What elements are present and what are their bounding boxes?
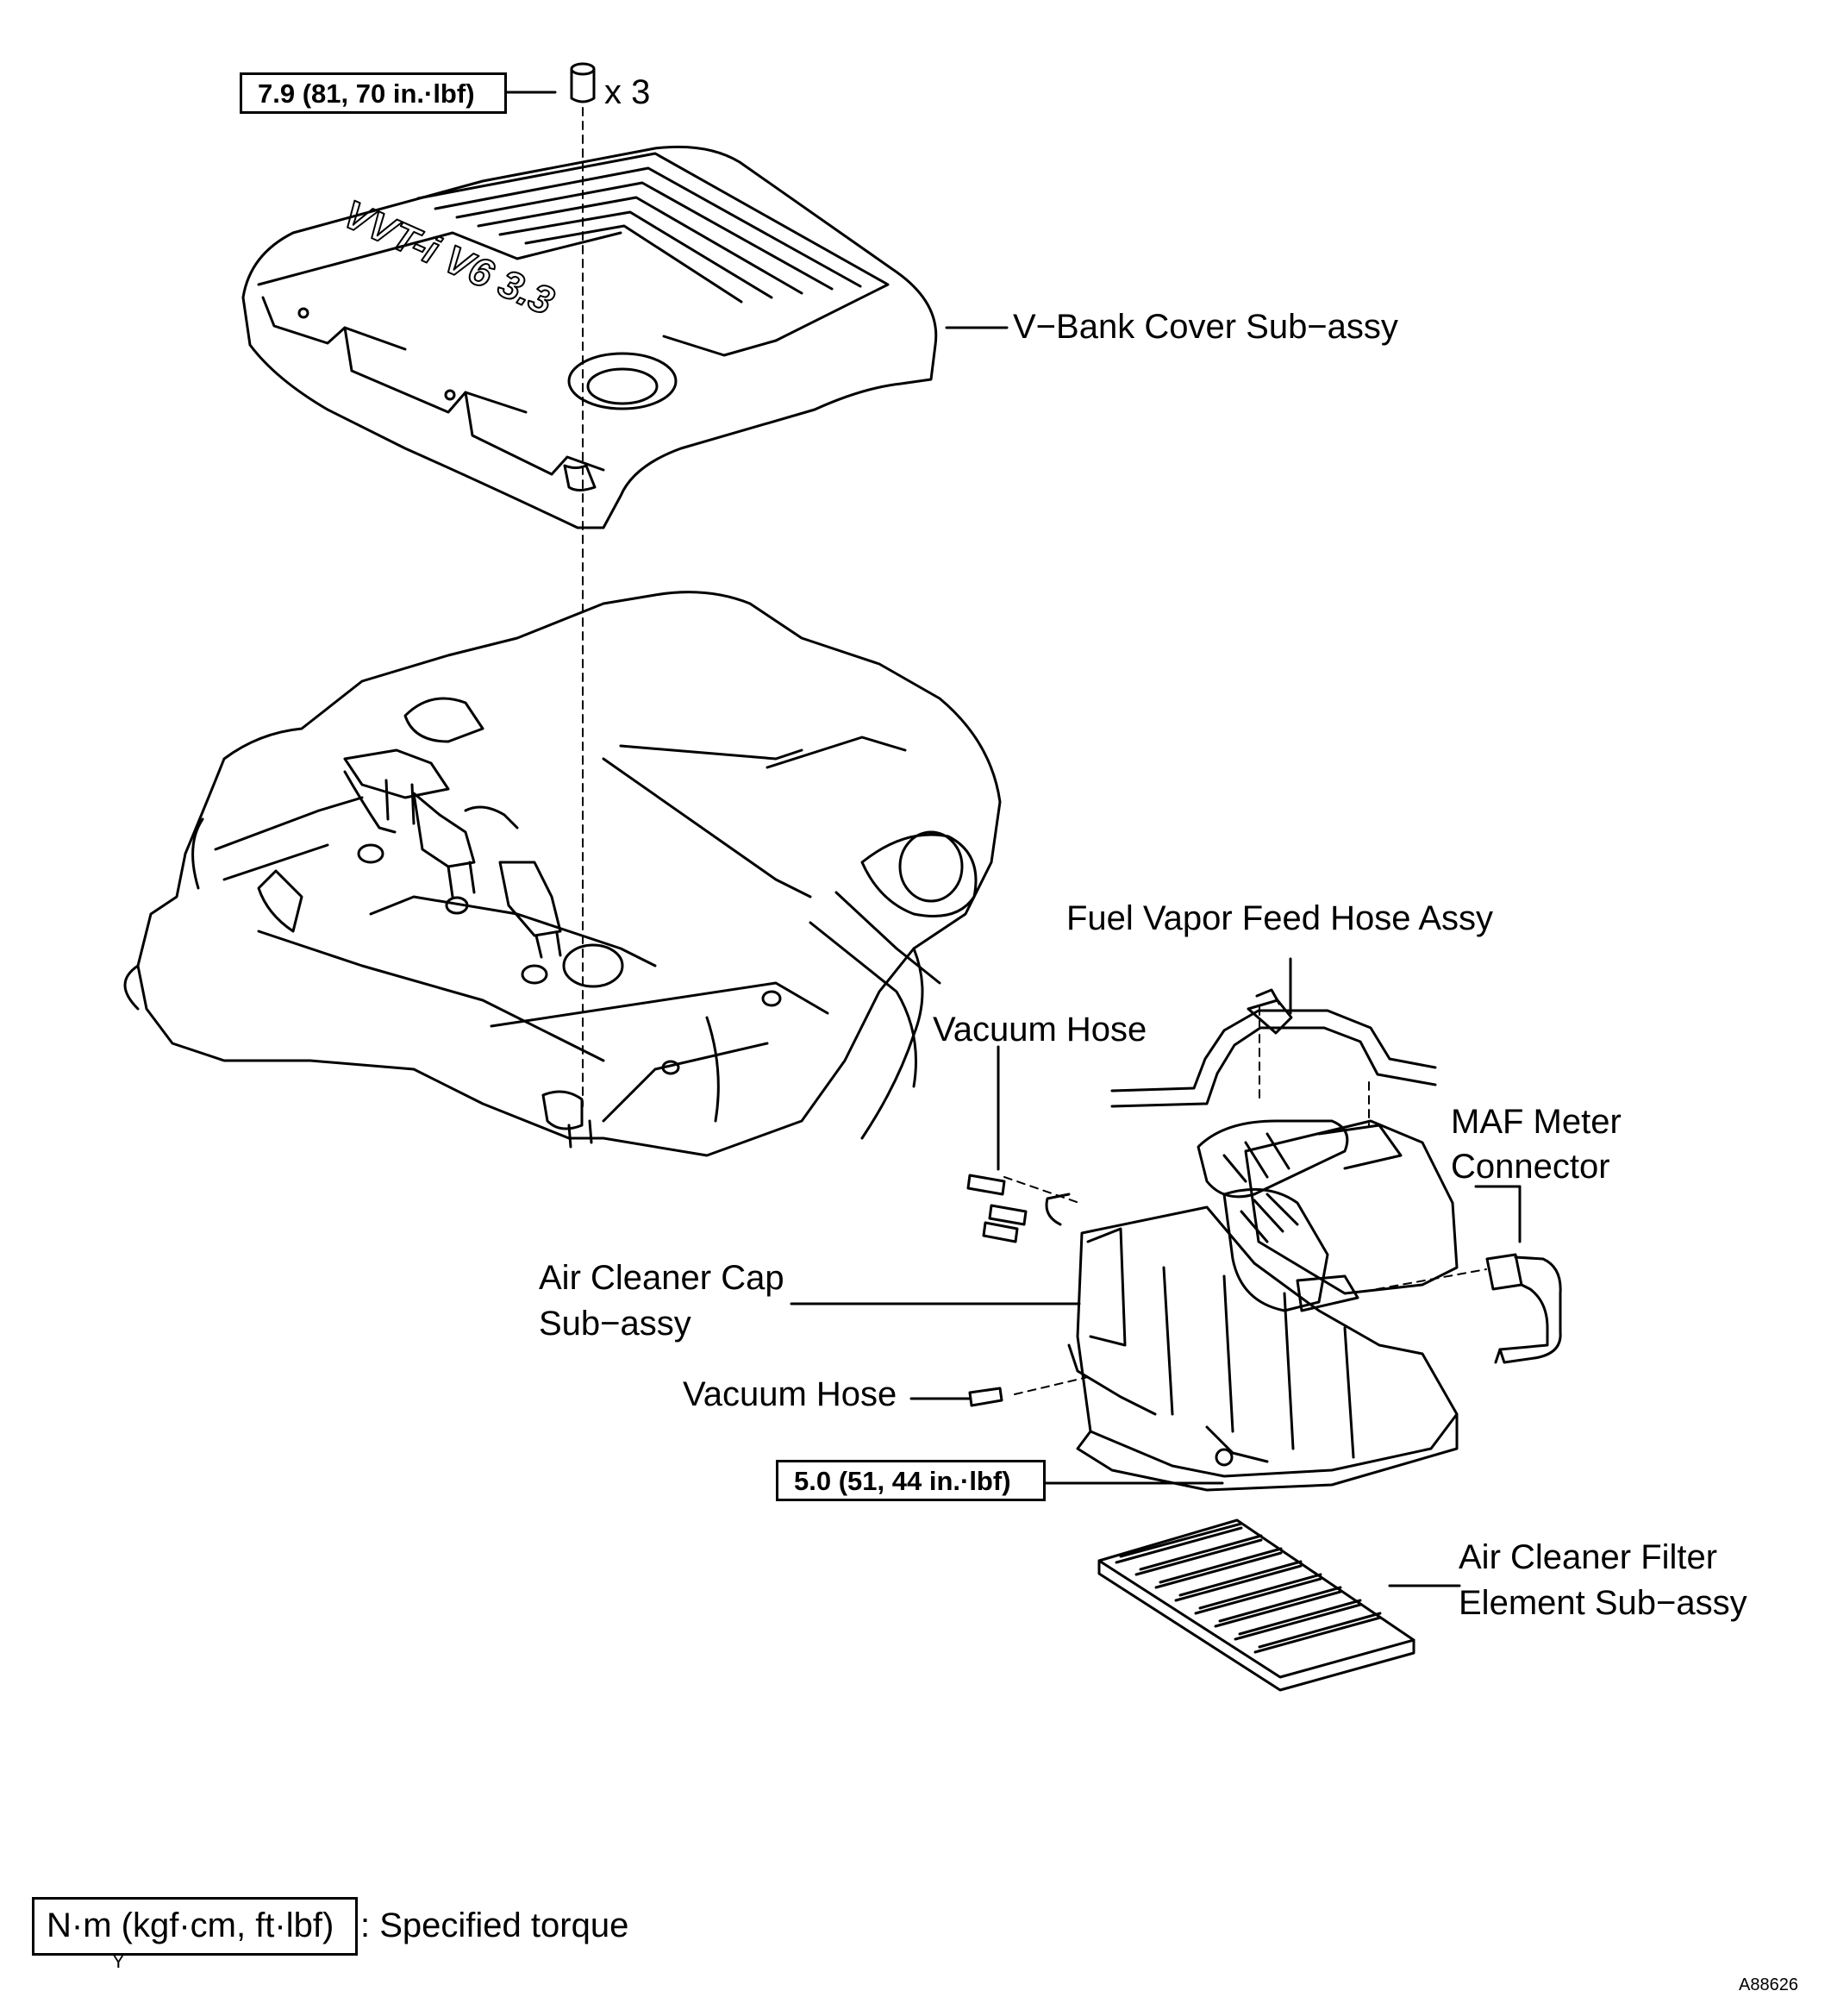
air-filter-element-drawing xyxy=(1097,1518,1415,1692)
label-maf-connector: Connector xyxy=(1451,1148,1610,1186)
vacuum-hoses-drawing xyxy=(966,1174,1028,1407)
label-v-bank-cover: V−Bank Cover Sub−assy xyxy=(1013,308,1398,346)
legend-mark: Y xyxy=(112,1950,125,1972)
fuel-vapor-hose-drawing xyxy=(1110,988,1437,1108)
torque-spec-cover-nut: 7.9 (81, 70 in.·lbf) xyxy=(240,72,507,114)
label-filter-element-subassy: Element Sub−assy xyxy=(1459,1584,1747,1622)
label-air-cleaner-filter: Air Cleaner Filter xyxy=(1459,1538,1718,1576)
legend-description: : Specified torque xyxy=(360,1906,629,1944)
figure-id: A88626 xyxy=(1739,1975,1798,1994)
label-fuel-vapor-feed-hose: Fuel Vapor Feed Hose Assy xyxy=(1066,899,1494,937)
assembly-lines xyxy=(582,107,1487,1395)
engine-drawing xyxy=(123,591,1002,1157)
cover-nut-drawing xyxy=(570,62,596,103)
label-air-cleaner-cap: Air Cleaner Cap xyxy=(539,1259,784,1297)
label-vacuum-hose-lower: Vacuum Hose xyxy=(683,1375,897,1413)
label-maf-meter: MAF Meter xyxy=(1451,1103,1622,1141)
air-cleaner-cap-drawing xyxy=(1045,1119,1459,1492)
leader-lines xyxy=(505,91,1522,1587)
v-bank-cover-drawing: VVT-i V6 3.3 xyxy=(241,145,938,529)
label-vacuum-hose-upper: Vacuum Hose xyxy=(933,1011,1147,1049)
legend-torque-unit-box: N·m (kgf·cm, ft·lbf) xyxy=(32,1897,358,1956)
quantity-label: x 3 xyxy=(604,73,651,111)
maf-connector-drawing xyxy=(1485,1253,1562,1364)
torque-spec-air-cleaner-bolt: 5.0 (51, 44 in.·lbf) xyxy=(776,1460,1046,1501)
label-air-cleaner-cap-subassy: Sub−assy xyxy=(539,1305,691,1343)
